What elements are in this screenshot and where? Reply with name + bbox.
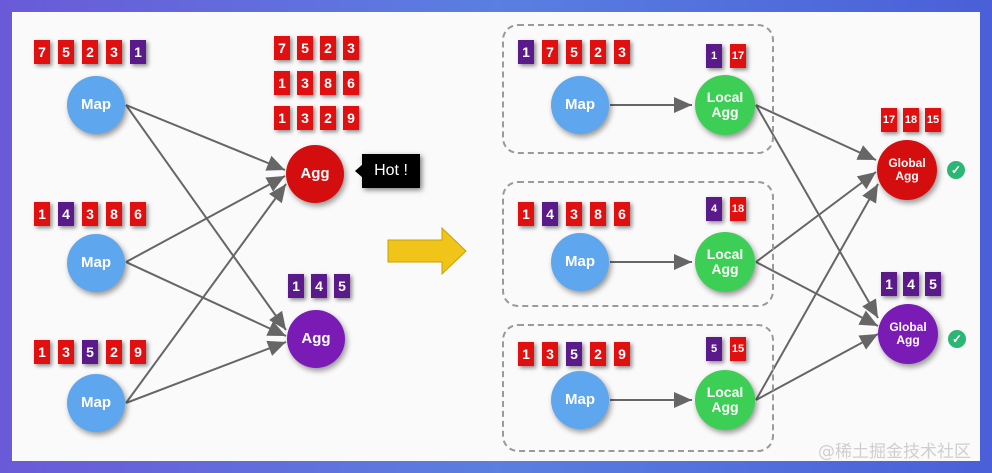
edge-map1-agg1 — [125, 104, 286, 171]
map-node-2: Map — [67, 234, 125, 292]
map-node-1: Map — [67, 76, 125, 134]
value-cell: 1 — [130, 40, 146, 64]
edge-map2-agg1 — [125, 175, 286, 263]
value-cell: 3 — [82, 202, 98, 226]
group-box-1 — [502, 24, 774, 154]
value-cell: 3 — [297, 71, 313, 95]
value-cell: 8 — [106, 202, 122, 226]
value-cell: 3 — [614, 40, 630, 64]
value-cell: 5 — [82, 340, 98, 364]
value-cell: 18 — [903, 108, 919, 132]
value-cell: 4 — [903, 272, 919, 296]
agg-node-2: Agg — [287, 310, 345, 368]
value-cell: 5 — [925, 272, 941, 296]
value-cell: 5 — [566, 40, 582, 64]
edge-map2-agg2 — [125, 261, 287, 337]
local-agg-node-1: Local Agg — [695, 75, 755, 135]
global-agg-node-2: Global Agg — [878, 304, 938, 364]
value-cell: 1 — [274, 106, 290, 130]
value-cell: 6 — [614, 202, 630, 226]
value-cell: 8 — [590, 202, 606, 226]
value-cell: 9 — [614, 342, 630, 366]
value-cell: 1 — [518, 40, 534, 64]
value-cell: 1 — [518, 342, 534, 366]
value-cell: 6 — [130, 202, 146, 226]
value-cell: 1 — [706, 44, 722, 68]
value-cell: 6 — [343, 71, 359, 95]
value-cell: 2 — [82, 40, 98, 64]
value-cell: 1 — [288, 274, 304, 298]
value-cell: 3 — [106, 40, 122, 64]
right-map-node-1: Map — [551, 76, 609, 134]
right-map-node-2: Map — [551, 233, 609, 291]
right-arrow-icon — [387, 226, 467, 276]
value-cell: 4 — [542, 202, 558, 226]
value-cell: 1 — [34, 202, 50, 226]
value-cell: 5 — [334, 274, 350, 298]
global-agg-node-1: Global Agg — [877, 140, 937, 200]
value-cell: 2 — [320, 106, 336, 130]
group-box-3 — [502, 324, 774, 452]
value-cell: 3 — [542, 342, 558, 366]
local-agg-node-2: Local Agg — [695, 232, 755, 292]
value-cell: 17 — [881, 108, 897, 132]
value-cell: 9 — [130, 340, 146, 364]
local-agg-node-3: Local Agg — [695, 370, 755, 430]
edge-map1-agg2 — [125, 104, 287, 331]
value-cell: 15 — [925, 108, 941, 132]
value-cell: 5 — [297, 36, 313, 60]
check-circle-icon: ✓ — [947, 161, 965, 179]
value-cell: 1 — [34, 340, 50, 364]
watermark: @稀土掘金技术社区 — [818, 442, 971, 462]
value-cell: 9 — [343, 106, 359, 130]
value-cell: 4 — [311, 274, 327, 298]
value-cell: 5 — [566, 342, 582, 366]
value-cell: 1 — [518, 202, 534, 226]
value-cell: 17 — [730, 44, 746, 68]
edge-local3-global1 — [755, 183, 879, 401]
check-circle-icon: ✓ — [948, 330, 966, 348]
value-cell: 8 — [320, 71, 336, 95]
edge-local2-global1 — [755, 171, 877, 263]
edge-map3-agg2 — [125, 340, 287, 404]
value-cell: 5 — [58, 40, 74, 64]
edge-local3-global2 — [755, 333, 879, 401]
value-cell: 4 — [58, 202, 74, 226]
edge-map3-agg1 — [125, 183, 287, 404]
value-cell: 1 — [274, 71, 290, 95]
right-map-node-3: Map — [551, 371, 609, 429]
value-cell: 2 — [106, 340, 122, 364]
value-cell: 7 — [274, 36, 290, 60]
value-cell: 2 — [590, 40, 606, 64]
value-cell: 7 — [542, 40, 558, 64]
group-box-2 — [502, 181, 774, 307]
agg-node-hot: Agg — [286, 145, 344, 203]
edge-local1-global1 — [755, 104, 877, 161]
value-cell: 4 — [706, 197, 722, 221]
value-cell: 3 — [566, 202, 582, 226]
value-cell: 18 — [730, 197, 746, 221]
value-cell: 2 — [590, 342, 606, 366]
value-cell: 15 — [730, 337, 746, 361]
value-cell: 3 — [297, 106, 313, 130]
map-node-3: Map — [67, 374, 125, 432]
value-cell: 1 — [881, 272, 897, 296]
hot-callout: Hot ! — [362, 154, 420, 188]
value-cell: 7 — [34, 40, 50, 64]
value-cell: 5 — [706, 337, 722, 361]
edge-local1-global2 — [755, 104, 879, 319]
value-cell: 3 — [343, 36, 359, 60]
value-cell: 2 — [320, 36, 336, 60]
hot-callout-tail — [355, 164, 363, 178]
value-cell: 3 — [58, 340, 74, 364]
